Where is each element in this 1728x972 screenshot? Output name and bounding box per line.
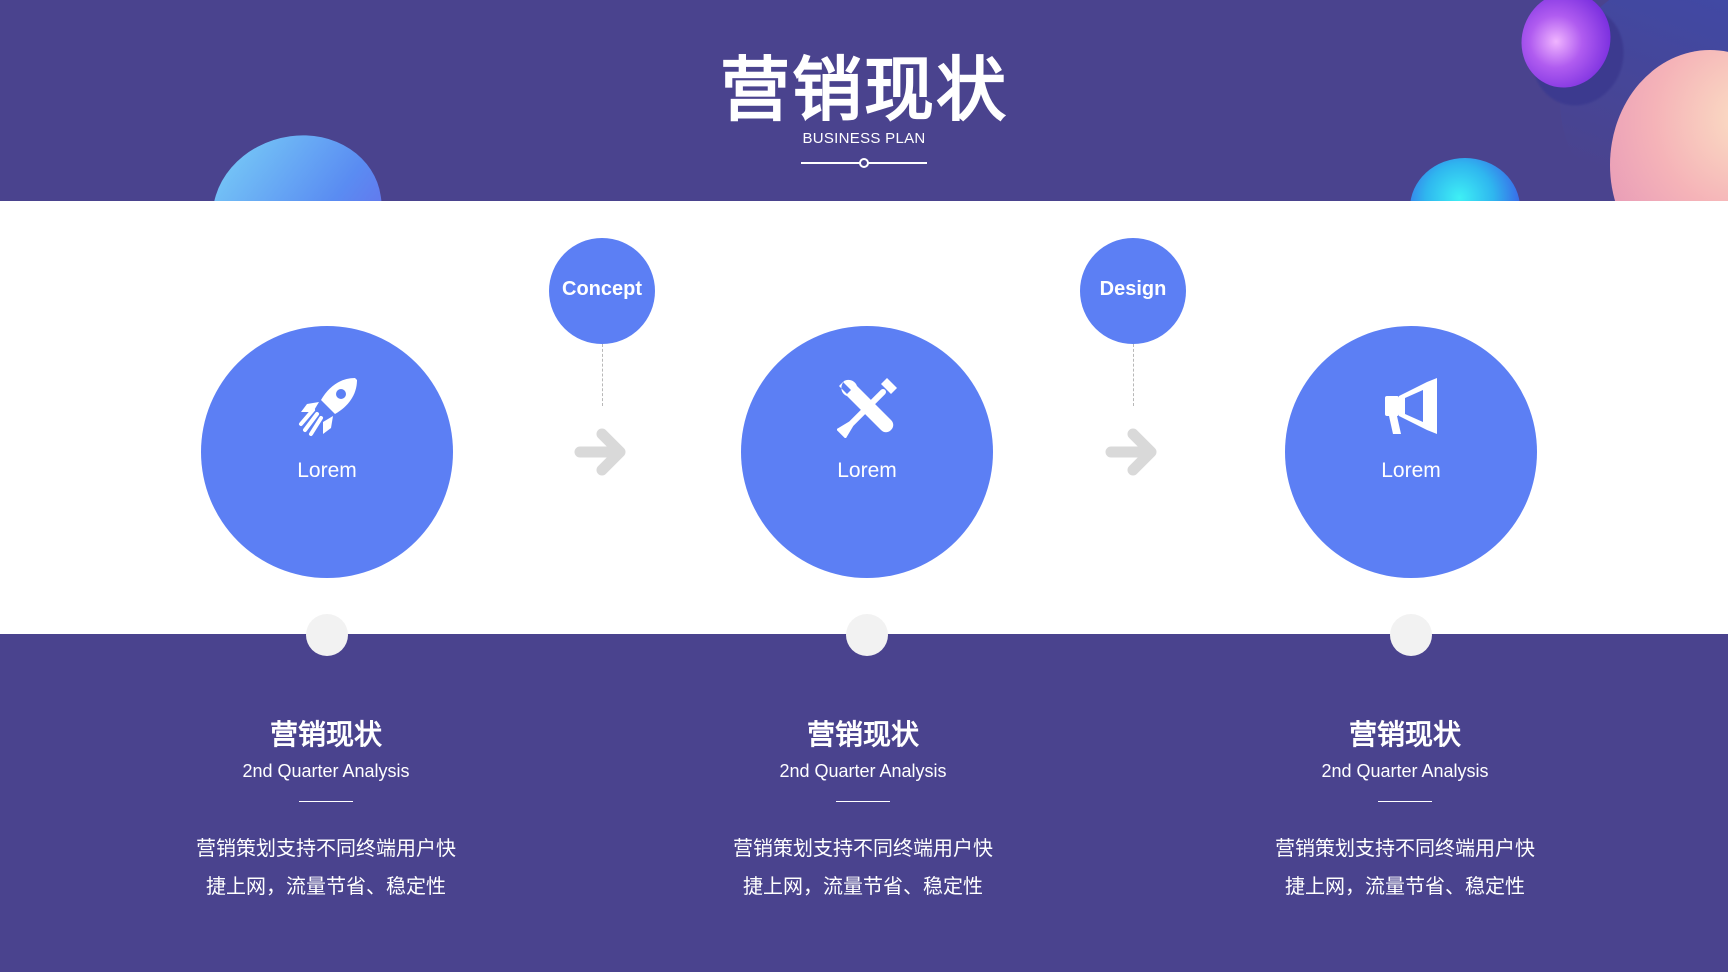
- page-title: 营销现状: [720, 49, 1008, 131]
- column-body-line: 营销策划支持不同终端用户快: [733, 836, 993, 860]
- column-divider: [299, 801, 353, 802]
- tools-icon: [837, 378, 897, 438]
- decorative-blob-cyan: [1410, 158, 1520, 201]
- column-body-line: 营销策划支持不同终端用户快: [196, 836, 456, 860]
- column-body: 营销策划支持不同终端用户快 捷上网，流量节省、稳定性: [1225, 829, 1585, 905]
- connector-badge-concept: Concept: [549, 238, 655, 344]
- column-subtitle: 2nd Quarter Analysis: [242, 761, 410, 781]
- rocket-icon: [299, 378, 357, 436]
- column-title: 营销现状: [1348, 718, 1461, 751]
- step-circle-1: Lorem: [201, 326, 453, 578]
- header: 营销现状 BUSINESS PLAN: [0, 0, 1728, 201]
- column-divider: [1378, 801, 1432, 802]
- step-label: Lorem: [837, 459, 897, 482]
- column-divider: [836, 801, 890, 802]
- column-body: 营销策划支持不同终端用户快 捷上网，流量节省、稳定性: [146, 829, 506, 905]
- column-body-line: 营销策划支持不同终端用户快: [1275, 836, 1535, 860]
- arrow-right-icon: [574, 428, 626, 476]
- step-circle-2: Lorem: [741, 326, 993, 578]
- timeline-node-3: [1390, 614, 1432, 656]
- column-body-line: 捷上网，流量节省、稳定性: [206, 874, 446, 898]
- column-subtitle: 2nd Quarter Analysis: [779, 761, 947, 781]
- page-subtitle: BUSINESS PLAN: [802, 130, 926, 147]
- step-label: Lorem: [1381, 459, 1441, 482]
- arrow-right-icon: [1105, 428, 1157, 476]
- column-subtitle: 2nd Quarter Analysis: [1321, 761, 1489, 781]
- column-body-line: 捷上网，流量节省、稳定性: [1285, 874, 1525, 898]
- connector-badge-design: Design: [1080, 238, 1186, 344]
- step-circle-3: Lorem: [1285, 326, 1537, 578]
- process-band: Lorem Lorem Lorem Concept: [0, 201, 1728, 634]
- column-body: 营销策划支持不同终端用户快 捷上网，流量节省、稳定性: [683, 829, 1043, 905]
- column-title: 营销现状: [806, 718, 919, 751]
- connector-label: Design: [1099, 278, 1167, 300]
- megaphone-icon: [1385, 378, 1437, 434]
- step-label: Lorem: [297, 459, 357, 482]
- timeline-node-2: [846, 614, 888, 656]
- connector-dashed-line: [1133, 344, 1134, 406]
- title-divider-dot: [859, 158, 869, 168]
- connector-label: Concept: [562, 278, 642, 300]
- timeline-node-1: [306, 614, 348, 656]
- column-title: 营销现状: [269, 718, 382, 751]
- column-body-line: 捷上网，流量节省、稳定性: [743, 874, 983, 898]
- connector-dashed-line: [602, 344, 603, 406]
